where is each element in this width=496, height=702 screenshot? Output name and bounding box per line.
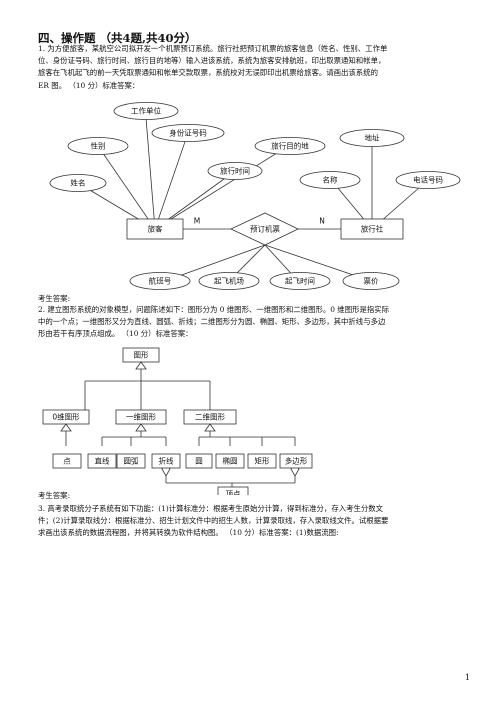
class-box [52,453,82,469]
er-attribute-label: 电话号码 [413,175,443,185]
question-1: 1. 为方便旅客，某航空公司拟开发一个机票预订系统。旅行社把预订机票的旅客信息（… [38,43,387,92]
er-attribute-label: 性别 [91,141,106,151]
question-2-line: 2. 建立图形系统的对象模型，问题陈述如下：图形分为 0 维图形、一维图形和二维… [38,305,390,314]
question-1-line: ER 图。 （10 分）标准答案： [38,80,140,90]
class-label: 图形 [134,351,149,360]
question-2-line: 中的一个点；一维图形又分为直线、圆弧、折线；二维图形分为圆、椭圆、矩形、多边形，… [38,317,386,327]
er-cardinality: N [319,217,325,226]
class-label: 顶点 [226,490,241,496]
class-label: 圆 [195,457,203,466]
er-attribute [254,137,326,155]
class-box [116,453,146,469]
er-attribute-label: 起飞时间 [285,276,315,286]
class-box [115,409,167,425]
question-1-line: 旅客在飞机起飞的前一天凭取票通知和帐单交款取票，系统校对无误即印出机票给旅客。请… [38,68,378,78]
class-label: 折线 [159,456,174,466]
question-2: 2. 建立图形系统的对象模型，问题陈述如下：图形分为 0 维图形、一维图形和二维… [38,304,389,341]
er-attribute-label: 地址 [365,133,380,143]
er-attribute-label: 旅行时间 [220,166,250,176]
question-3-line: 3. 高考录取统分子系统有如下功能：(1)计算标准分：根据考生原始分计算，得到标… [38,504,384,513]
class-label: 一维图形 [126,412,156,422]
question-3-line: 求画出该系统的数据流程图，并将其转换为软件结构图。 （10 分）标准答案：(1)… [38,528,339,538]
class-box [217,486,249,495]
er-relationship-label: 预订机票 [250,224,280,234]
er-attribute-label: 起飞机场 [214,276,244,286]
answer-label-2: 考生答案: [38,491,71,500]
er-cardinality: M [194,217,200,226]
class-label: 二维图形 [195,412,225,422]
class-box [183,409,237,425]
class-label: 椭圆 [223,457,238,466]
class-box [151,453,181,469]
er-attribute [269,272,331,290]
er-attribute [49,174,107,192]
er-entity [126,218,184,240]
er-entity-label: 旅客 [148,224,163,234]
class-label: 点 [63,457,71,466]
question-1-line: 1. 为方便旅客，某航空公司拟开发一个机票预订系统。旅行社把预订机票的旅客信息（… [38,44,388,53]
er-attribute [198,272,260,290]
class-box [122,347,160,363]
class-label: 直线 [95,456,110,466]
class-label: 矩形 [255,456,270,466]
er-attribute [342,272,400,290]
section-title: 四、操作题 （共4题,共40分） [38,31,197,45]
class-label: 圆弧 [124,456,139,466]
er-entity [340,218,404,240]
question-2-line: 形由若干有序顶点组成。 （10 分）标准答案： [38,329,193,339]
er-attribute-label: 航班号 [149,276,172,286]
er-attribute [395,171,461,189]
class-box [247,453,277,469]
er-attribute [207,162,263,180]
inheritance-triangle [60,423,72,432]
class-box [185,453,213,469]
er-attribute [339,129,405,147]
er-attribute [151,124,225,142]
question-1-line: 位、身份证号码、旅行时间、旅行目的地等）输入进该系统，系统为旅客安排航班，印出取… [38,56,386,66]
er-attribute-label: 姓名 [71,178,86,188]
er-attribute [113,102,179,120]
er-diagram: 工作单位 身份证号码 性别 姓名 旅行时间 旅行目的地 地址 名称 电话号码 航… [49,102,461,290]
er-attribute-label: 名称 [323,175,338,185]
class-box [42,409,90,425]
er-attribute-label: 身份证号码 [169,128,207,138]
er-attribute-label: 票价 [364,277,379,286]
class-box [87,453,117,469]
inheritance-triangle [204,423,216,432]
answer-label-1: 考生答案: [38,294,71,303]
er-entity-label: 旅行社 [361,224,384,234]
er-relationship-diamond [230,212,299,246]
er-attribute-label: 工作单位 [131,106,161,116]
question-3: 3. 高考录取统分子系统有如下功能：(1)计算标准分：根据考生原始分计算，得到标… [38,503,388,540]
question-3-line: 件；(2)计算录取线分：根据标准分、招生计划文件中的招生人数，计算录取线，存入录… [38,516,389,526]
page-number: 1 [464,673,470,682]
er-attribute [67,137,129,155]
inheritance-triangle [135,361,147,370]
er-attribute [299,171,361,189]
class-box [215,453,245,469]
class-label: 0维图形 [52,412,80,422]
class-label: 多边形 [285,456,308,466]
class-diagram: 图形 0维图形 一维图形 二维图形 点 直线 圆弧 折线 圆 椭圆 矩形 多边形… [42,347,313,496]
er-attribute [129,272,191,290]
er-attribute-label: 旅行目的地 [271,141,309,151]
class-box [279,453,313,469]
inheritance-triangle [135,423,147,432]
